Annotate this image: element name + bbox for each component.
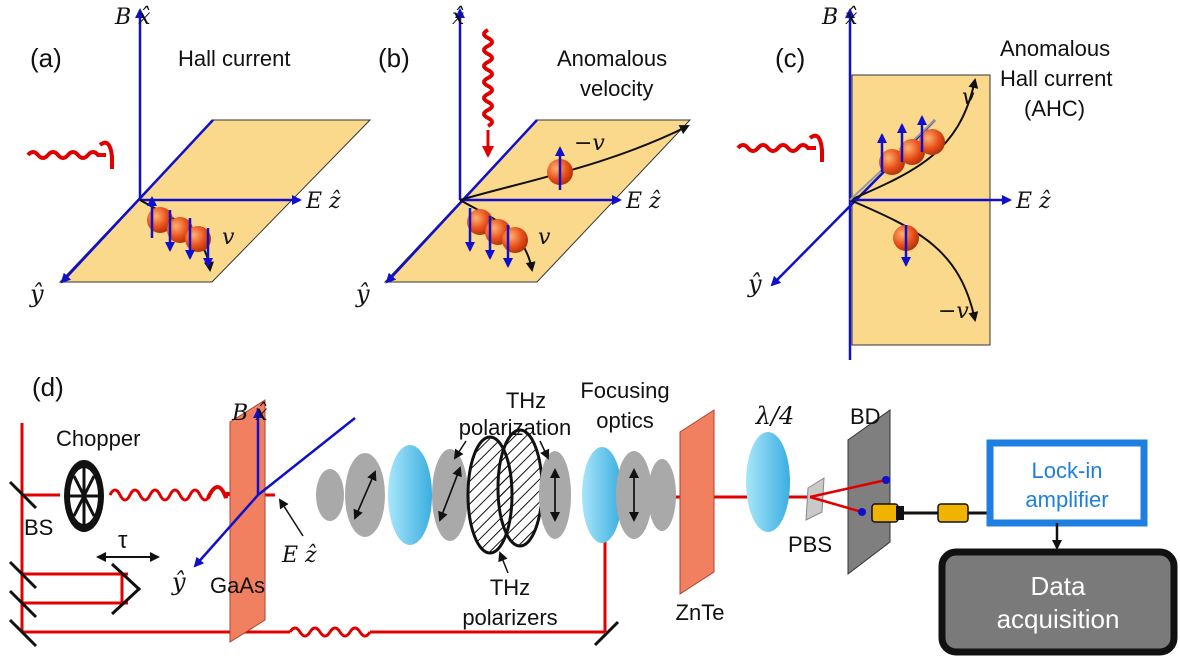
thz-polarizers-label-1: THz <box>490 575 530 600</box>
panel-b-title-1: Anomalous <box>557 46 667 71</box>
bs-label: BS <box>24 515 53 540</box>
tau-label: τ <box>118 527 128 554</box>
lockin-amplifier-box <box>986 439 1148 527</box>
panel-d-tag: (d) <box>32 372 64 402</box>
panel-a: (a) Hall current B x̂ E ẑ ŷ v <box>26 5 372 308</box>
gaas-label: GaAs <box>210 573 265 598</box>
electron-spheres-b <box>465 146 573 268</box>
pulse-pump <box>108 488 212 502</box>
axis-y-label-c: ŷ <box>747 270 762 298</box>
laser-pulse-a <box>26 150 106 160</box>
data-acquisition-box <box>938 548 1178 656</box>
thz-polarizers-label-2: polarizers <box>462 605 557 630</box>
axis-x-label-c: B x̂ <box>821 5 858 30</box>
thz-polarization-label-1: THz <box>506 388 546 413</box>
panel-a-tag: (a) <box>30 43 62 73</box>
znte-crystal <box>679 409 715 595</box>
panel-c-title-3: (AHC) <box>1024 96 1085 121</box>
panel-a-title: Hall current <box>178 46 290 71</box>
lockin-label-2: amplifier <box>1025 487 1108 512</box>
daq-label-2: acquisition <box>997 604 1120 634</box>
laser-pulse-b <box>482 28 494 128</box>
pbs-label: PBS <box>788 532 832 557</box>
thz-polarization-label-2: polarization <box>459 415 572 440</box>
chopper-label: Chopper <box>56 426 140 451</box>
panel-c-tag: (c) <box>775 43 805 73</box>
trajectory-up-c <box>849 78 979 201</box>
znte-label: ZnTe <box>676 600 725 625</box>
panel-d: Lock-in amplifier Data acquisition (d) C… <box>8 372 1178 656</box>
gaas-crystal <box>229 399 266 643</box>
panel-b: (b) Anomalous velocity x̂ E ẑ ŷ v −v <box>355 5 692 308</box>
axis-z-label-b: E ẑ <box>625 189 661 214</box>
chopper-wheel <box>64 460 104 532</box>
daq-label-1: Data <box>1031 571 1086 601</box>
lockin-label-1: Lock-in <box>1032 458 1103 483</box>
focusing-label-1: Focusing <box>580 378 669 403</box>
bd-label: BD <box>850 404 881 429</box>
axis-y-label-b: ŷ <box>355 280 370 308</box>
velocity-label-a: v <box>222 225 235 250</box>
quarter-wave-plate <box>746 432 790 532</box>
neg-velocity-label-b: −v <box>574 131 605 156</box>
trajectory-down-c <box>849 199 979 322</box>
axis-z-label-d: E ẑ <box>281 543 317 568</box>
axis-z-label-a: E ẑ <box>305 189 341 214</box>
thz-optics <box>316 428 676 555</box>
axis-y-label-a: ŷ <box>29 280 44 308</box>
axis-y-label-d: ŷ <box>171 568 186 596</box>
axis-z-label-c: E ẑ <box>1015 189 1051 214</box>
panel-c-title-1: Anomalous <box>1000 36 1110 61</box>
panel-b-title-2: velocity <box>580 76 653 101</box>
velocity-label-b: v <box>538 225 551 250</box>
electron-spheres-a <box>147 196 213 268</box>
axis-x-label-b: x̂ <box>452 5 465 30</box>
velocity-label-c: v <box>962 85 975 110</box>
panel-c-title-2: Hall current <box>1000 66 1112 91</box>
quarter-wave-label: λ/4 <box>755 402 795 430</box>
axis-x-label-a: B x̂ <box>114 5 151 30</box>
axis-x-label-d: B x̂ <box>231 401 268 426</box>
neg-velocity-label-c: −v <box>938 299 969 324</box>
focusing-lens-1 <box>582 447 622 543</box>
pulse-probe <box>288 626 372 638</box>
panel-c: (c) Anomalous Hall current (AHC) B x̂ E … <box>736 5 1112 360</box>
axis-y-d <box>193 494 259 568</box>
bnc-connectors <box>871 503 990 523</box>
axis-y-a <box>60 119 214 284</box>
thz-polarizer-2 <box>496 428 544 548</box>
panel-b-tag: (b) <box>378 43 410 73</box>
laser-pulse-c <box>736 143 816 153</box>
electron-spheres-c <box>877 115 945 267</box>
bd-detector <box>847 409 891 576</box>
focusing-label-2: optics <box>596 408 653 433</box>
